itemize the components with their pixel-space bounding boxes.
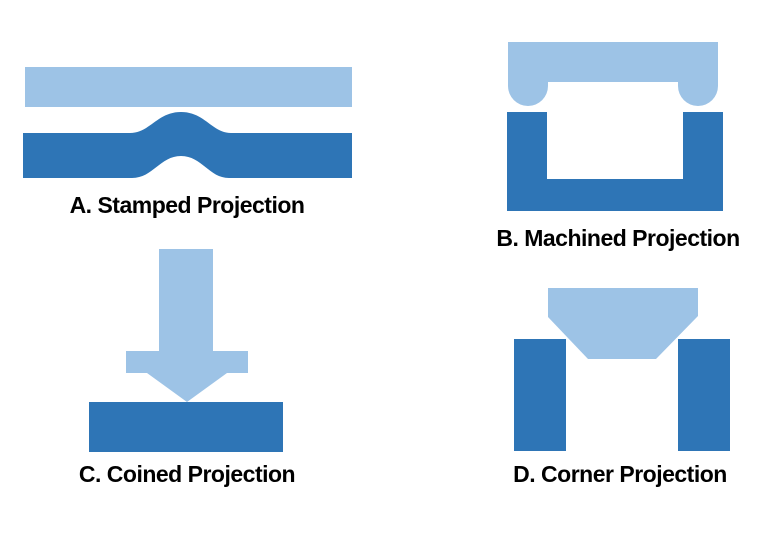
left-pillar-d	[514, 339, 566, 451]
caption-coined-projection: C. Coined Projection	[78, 461, 296, 487]
base-plate-c	[89, 402, 283, 452]
stamped-sheet-with-dome-a	[23, 112, 352, 178]
machined-projection-bridge-b	[508, 42, 718, 106]
panel-a-figure	[23, 67, 352, 178]
u-channel-block-b	[507, 112, 723, 211]
panel-b-figure	[507, 42, 723, 211]
caption-corner-projection: D. Corner Projection	[513, 461, 727, 487]
caption-machined-projection: B. Machined Projection	[496, 225, 740, 251]
panel-c-figure	[89, 249, 283, 452]
upper-sheet-a	[25, 67, 352, 107]
caption-stamped-projection: A. Stamped Projection	[69, 192, 305, 218]
panel-d-figure	[514, 288, 730, 451]
right-pillar-d	[678, 339, 730, 451]
coining-punch-arrow-c	[126, 249, 248, 402]
chamfered-corner-block-d	[548, 288, 698, 359]
